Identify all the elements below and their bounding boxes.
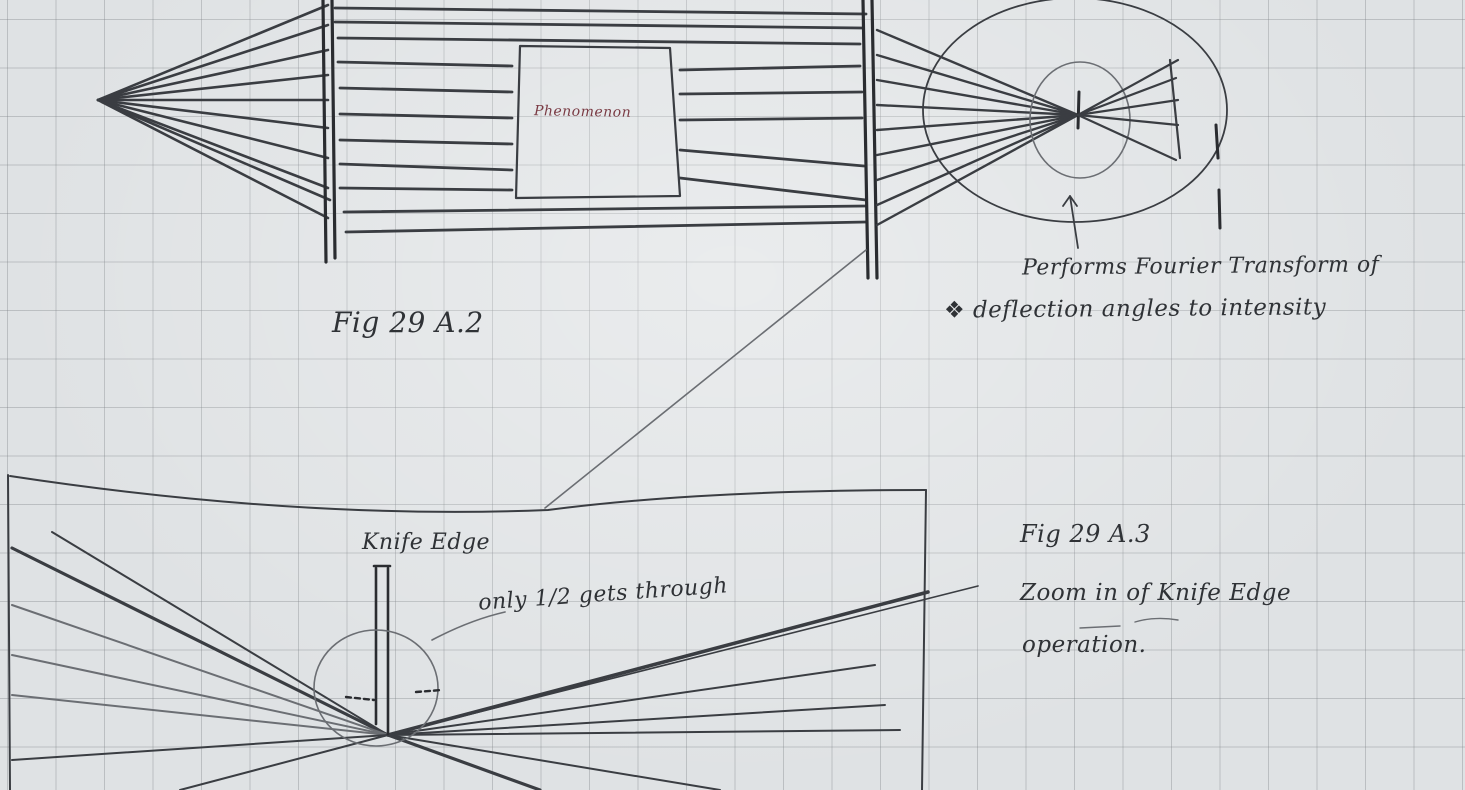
scribble-bullet-icon: ❖ bbox=[943, 297, 966, 324]
zoom-note-scribble bbox=[1079, 617, 1179, 629]
zoom-note-line1: Zoom in of Knife Edge bbox=[1020, 580, 1292, 606]
first-lens bbox=[321, 0, 337, 264]
knife-edge-small bbox=[1076, 90, 1081, 130]
focusing-rays bbox=[875, 28, 1080, 227]
light-source-cone bbox=[96, 3, 332, 220]
fourier-note-line1: Performs Fourier Transform of bbox=[1021, 252, 1380, 281]
fourier-note-line2-text: deflection angles to intensity bbox=[972, 294, 1327, 324]
annotation-arrow bbox=[1062, 195, 1079, 249]
second-lens bbox=[861, 0, 879, 280]
fig-a2-caption: Fig 29 A.2 bbox=[332, 306, 484, 339]
zoom-note-line2: operation. bbox=[1022, 632, 1147, 658]
phenomenon-label: Phenomenon bbox=[533, 103, 632, 121]
parallel-beams bbox=[333, 6, 868, 234]
zoom-focus-circle bbox=[313, 629, 439, 747]
zoom-rays bbox=[10, 531, 979, 790]
half-through-pointer bbox=[431, 611, 506, 641]
diverging-rays bbox=[1076, 58, 1182, 162]
fig-a3-caption: Fig 29 A.3 bbox=[1020, 520, 1151, 548]
zoom-connector-line bbox=[544, 249, 867, 509]
dashed-marks bbox=[344, 688, 444, 702]
fourier-ellipse bbox=[922, 0, 1228, 223]
knife-edge-zoomed bbox=[372, 564, 392, 736]
phenomenon-box bbox=[514, 44, 682, 200]
focal-circle bbox=[1029, 61, 1131, 179]
fourier-note-line2: ❖ deflection angles to intensity bbox=[944, 294, 1326, 323]
knife-edge-label: Knife Edge bbox=[362, 530, 491, 555]
screen-marks bbox=[1214, 123, 1222, 230]
zoom-box bbox=[7, 474, 927, 790]
